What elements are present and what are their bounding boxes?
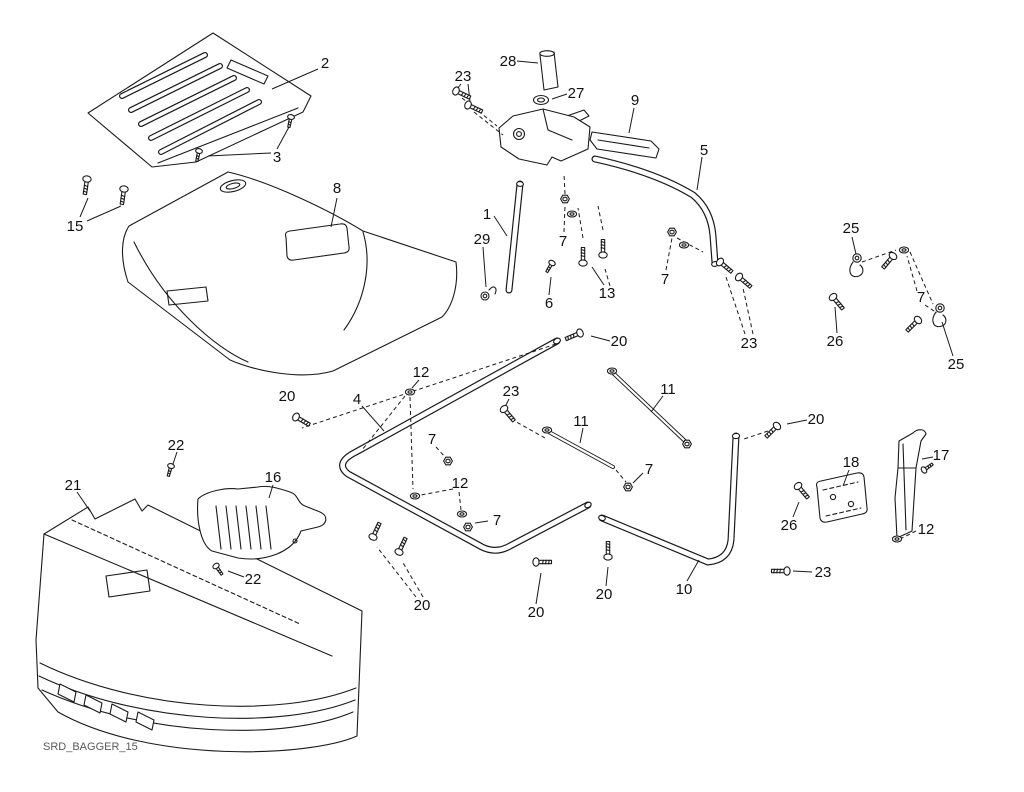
callout-29-label: 29 xyxy=(474,231,491,248)
part-container xyxy=(35,498,363,753)
washer-icon xyxy=(891,535,903,543)
callouts: 2 3 15 8 23 28 27 9 5 1 29 7 6 13 7 23 2… xyxy=(65,53,965,621)
callout-7-label: 7 xyxy=(917,289,925,306)
callout-3-label: 3 xyxy=(273,149,281,166)
callout-21-label: 21 xyxy=(65,477,82,494)
part-frame-tubes xyxy=(339,337,741,566)
nut-icon xyxy=(463,522,473,532)
washer-icon xyxy=(606,367,618,375)
washer-icon xyxy=(678,241,690,249)
callout-20-label: 20 xyxy=(808,411,825,428)
diagram-code-label: SRD_BAGGER_15 xyxy=(43,741,138,753)
washer-icon xyxy=(409,492,421,500)
nut-icon xyxy=(667,227,677,237)
callout-20-label: 20 xyxy=(414,597,431,614)
callout-2-label: 2 xyxy=(321,55,329,72)
washer-icon xyxy=(404,388,416,396)
part-top-cover xyxy=(87,32,312,168)
callout-7-label: 7 xyxy=(493,512,501,529)
callout-6-label: 6 xyxy=(545,295,553,312)
callout-18-label: 18 xyxy=(843,454,860,471)
callout-20-label: 20 xyxy=(528,604,545,621)
callout-25-label: 25 xyxy=(843,220,860,237)
callout-11-label: 11 xyxy=(660,381,676,398)
callout-8-label: 8 xyxy=(333,180,341,197)
part-slotted-plate xyxy=(197,485,327,560)
callout-1-label: 1 xyxy=(483,206,491,223)
callout-13-label: 13 xyxy=(599,285,616,302)
callout-12-label: 12 xyxy=(918,521,935,538)
part-hood xyxy=(121,171,458,376)
callout-23-label: 23 xyxy=(815,564,832,581)
callout-22-label: 22 xyxy=(168,437,185,454)
washer-icon xyxy=(566,210,578,218)
callout-7-label: 7 xyxy=(428,431,436,448)
callout-23-label: 23 xyxy=(455,68,472,85)
nut-icon xyxy=(682,439,692,449)
callout-4-label: 4 xyxy=(353,391,361,408)
callout-10-label: 10 xyxy=(676,581,693,598)
callout-26-label: 26 xyxy=(827,333,844,350)
washer-icon xyxy=(898,246,910,254)
callout-20-label: 20 xyxy=(279,388,296,405)
callout-12-label: 12 xyxy=(413,364,430,381)
callout-15-label: 15 xyxy=(67,218,84,235)
callout-20-label: 20 xyxy=(611,333,628,350)
callout-7-label: 7 xyxy=(661,271,669,288)
callout-28-label: 28 xyxy=(500,53,517,70)
callout-7-label: 7 xyxy=(559,233,567,250)
part-handle-mount xyxy=(480,50,719,301)
callout-20-label: 20 xyxy=(596,586,613,603)
nut-icon xyxy=(560,194,570,204)
part-latch-group xyxy=(849,253,947,328)
callout-25-label: 25 xyxy=(948,356,965,373)
callout-27-label: 27 xyxy=(568,85,585,102)
washer-icon xyxy=(456,510,468,518)
callout-23-label: 23 xyxy=(503,383,520,400)
callout-7-label: 7 xyxy=(645,461,653,478)
callout-16-label: 16 xyxy=(265,469,282,486)
nut-icon xyxy=(443,456,453,466)
callout-12-label: 12 xyxy=(452,475,469,492)
callout-23-label: 23 xyxy=(741,335,758,352)
callout-5-label: 5 xyxy=(700,142,708,159)
nut-icon xyxy=(623,482,633,492)
callout-22-label: 22 xyxy=(245,571,262,588)
callout-11-label: 11 xyxy=(573,413,589,430)
callout-26-label: 26 xyxy=(781,517,798,534)
part-bracket-group xyxy=(815,429,927,539)
callout-9-label: 9 xyxy=(631,92,639,109)
callout-17-label: 17 xyxy=(933,447,950,464)
washer-icon xyxy=(541,426,553,434)
